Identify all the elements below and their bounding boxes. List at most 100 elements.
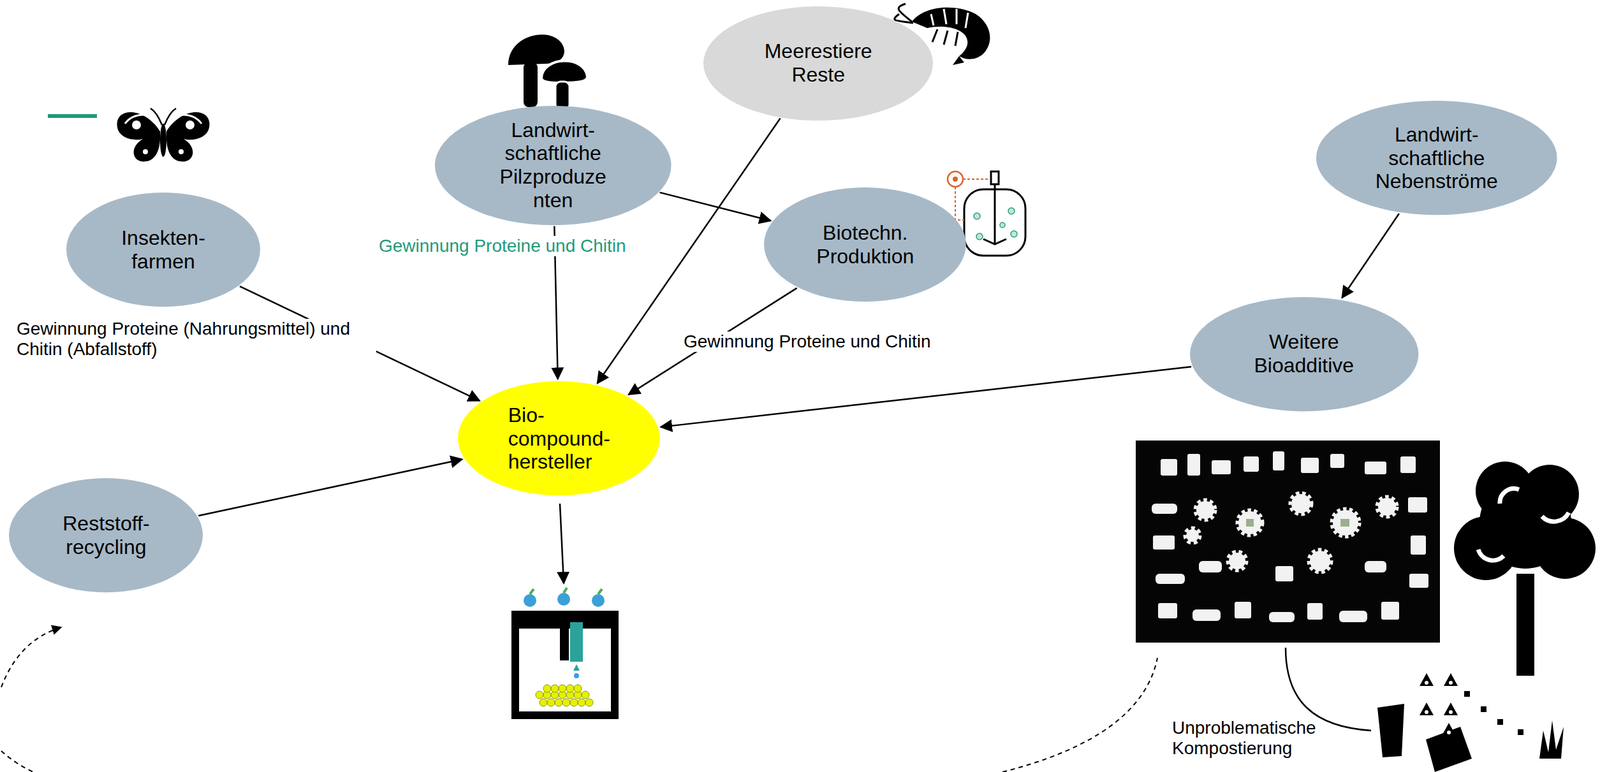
- bioprinter-icon: [573, 664, 580, 671]
- node-text: Landwirt- schaftliche Pilzproduze nten: [499, 118, 607, 213]
- bioprinter-icon: [543, 684, 551, 693]
- bioreactor-icon: [999, 222, 1006, 228]
- printed-parts-photo: [1330, 454, 1345, 469]
- printed-parts-photo: [1151, 451, 1429, 623]
- shrimp-icon: [894, 3, 914, 23]
- compost-icon: [1424, 681, 1453, 735]
- cycle-arrow: [1, 751, 34, 772]
- flow-arrow: [660, 192, 771, 221]
- compost-icon: [1443, 673, 1458, 687]
- compost-icon: [1377, 704, 1405, 758]
- tree-icon: [1541, 512, 1569, 522]
- printed-parts-photo: [1275, 566, 1294, 582]
- printed-parts-photo: [1238, 511, 1262, 535]
- node-label: Insekten- farmen: [121, 226, 206, 274]
- compost-icon: [1480, 706, 1487, 713]
- tree-icon: [1499, 488, 1520, 504]
- output-arrow: [559, 503, 564, 584]
- node-label: Landwirt- schaftliche Nebenströme: [1375, 123, 1498, 194]
- shrimp-icon: [932, 29, 958, 46]
- shrimp-icon: [952, 56, 965, 66]
- flow-arrow: [660, 366, 1192, 428]
- bioprinter-icon: [557, 593, 571, 606]
- bioprinter-icon: [523, 594, 537, 608]
- printed-parts-photo: [1158, 603, 1178, 619]
- bioreactor-icon: [952, 176, 958, 182]
- ellipse-node: Meerestiere Reste: [703, 6, 933, 121]
- printed-parts-photo: [1364, 561, 1387, 573]
- butterfly-icon: [142, 149, 148, 155]
- bioreactor-icon: [994, 184, 997, 245]
- printed-parts-photo: [1135, 440, 1440, 643]
- printed-parts-photo: [1364, 461, 1387, 475]
- butterfly-icon: [124, 114, 145, 124]
- printed-parts-photo: [1234, 601, 1252, 619]
- ellipse-fill: [1189, 297, 1419, 412]
- mushroom-icon: [523, 62, 538, 108]
- printed-parts-photo: [1300, 457, 1319, 474]
- bioprinter-icon: [550, 684, 559, 693]
- bioprinter-icon: [519, 622, 611, 712]
- ellipse-node: Bio- compound- hersteller: [457, 381, 661, 496]
- printed-parts-photo: [1409, 573, 1429, 588]
- node-label: Meerestiere Reste: [764, 39, 873, 87]
- bioprinter-icon: [562, 698, 571, 707]
- bioreactor-icon: [990, 171, 999, 185]
- bioprinter-icon: [554, 698, 563, 707]
- compost-icon: [1446, 730, 1451, 735]
- tree-icon: [1453, 461, 1596, 676]
- edge-label: Gewinnung Proteine (Nahrungsmittel) und …: [14, 318, 377, 360]
- butterfly-icon: [166, 112, 210, 162]
- butterfly-icon: [160, 123, 167, 157]
- printed-parts-photo: [1246, 519, 1254, 527]
- printed-parts-photo: [1410, 535, 1426, 555]
- printed-parts-photo: [1246, 519, 1350, 527]
- printed-parts-photo: [1381, 601, 1400, 620]
- ellipse-fill: [703, 6, 933, 121]
- butterfly-icon: [182, 114, 202, 124]
- mushroom-icon: [508, 34, 588, 110]
- mushroom-icon: [555, 81, 570, 110]
- node-label: Reststoff- recycling: [62, 512, 150, 560]
- printed-parts-photo: [1192, 609, 1221, 622]
- ellipse-fill: [8, 478, 203, 593]
- flow-arrow: [198, 459, 463, 516]
- bioprinter-icon: [535, 691, 544, 699]
- ellipse-fill: [763, 187, 967, 302]
- bioreactor-icon: [955, 179, 989, 221]
- mushroom-icon: [541, 60, 588, 83]
- compost-icon: [1443, 702, 1458, 716]
- node-label: Weitere Bioadditive: [1254, 330, 1355, 378]
- bioprinter-icon: [573, 673, 580, 679]
- printed-parts-photo: [1186, 494, 1396, 572]
- note-label: Unproblematische Kompostierung: [1172, 718, 1317, 759]
- printed-parts-photo: [1340, 519, 1350, 527]
- edge-label: Gewinnung Proteine und Chitin: [376, 235, 629, 257]
- cycle-arrow: [1, 627, 62, 688]
- compost-icon: [1539, 720, 1564, 759]
- printed-parts-photo: [1243, 456, 1259, 472]
- tree-icon: [1478, 549, 1504, 561]
- printed-parts-photo: [1291, 494, 1311, 514]
- bioprinter-icon: [566, 684, 574, 693]
- bioprinter-icon: [570, 622, 583, 662]
- printed-parts-photo: [1152, 535, 1175, 550]
- bioprinter-icon: [581, 691, 590, 699]
- printed-parts-photo: [1339, 610, 1368, 623]
- compost-icon: [1497, 719, 1504, 726]
- printed-parts-photo: [1400, 456, 1416, 474]
- butterfly-icon: [116, 108, 210, 162]
- printed-parts-photo: [1198, 561, 1222, 573]
- ellipse-node: Reststoff- recycling: [8, 478, 203, 593]
- cycle-arrow: [1, 627, 1158, 772]
- mushroom-icon: [508, 34, 565, 66]
- bioprinter-icon: [577, 698, 586, 707]
- bioreactor-icon: [1010, 230, 1018, 238]
- printed-parts-photo: [1332, 510, 1359, 536]
- edge-label: Gewinnung Proteine und Chitin: [681, 331, 934, 353]
- bioprinter-icon: [570, 698, 578, 707]
- compost-icon: [1464, 691, 1470, 698]
- flow-arrow: [1341, 213, 1399, 298]
- printed-parts-photo: [1272, 451, 1285, 471]
- compost-icon: [1419, 673, 1434, 687]
